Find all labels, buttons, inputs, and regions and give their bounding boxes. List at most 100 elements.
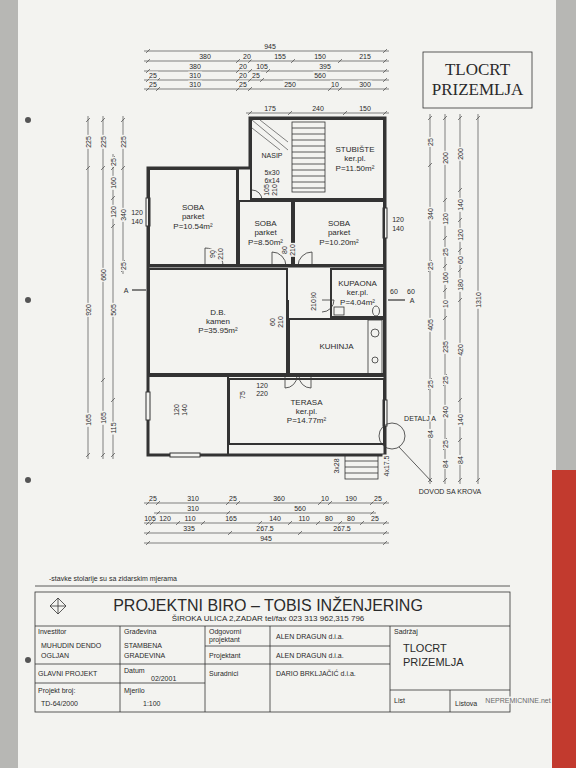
dimension: 225 <box>120 135 127 149</box>
room-name: SOBA <box>328 219 350 228</box>
dimension: 120 <box>173 403 180 417</box>
dimension: 920 <box>85 303 92 317</box>
dimension: 310 <box>186 495 200 502</box>
dimension: NASIP <box>260 152 283 159</box>
dimension: 120 <box>391 216 405 223</box>
dimension: 395 <box>318 63 332 70</box>
dimension: 10 <box>320 495 330 502</box>
dimension: 200 <box>442 151 449 165</box>
dimension: 105 <box>255 63 269 70</box>
title-block-text: Listova <box>454 700 478 707</box>
dimension: 405 <box>427 318 434 332</box>
title-block-text: GLAVNI PROJEKT <box>37 670 98 677</box>
room-detail: P=8.50m² <box>248 238 283 247</box>
title-block-text: TD-64/2000 <box>40 700 79 707</box>
room-detail: P=35.95m² <box>198 326 237 335</box>
staircase <box>292 122 378 479</box>
dimension: 60 <box>269 317 276 327</box>
dimension: 80 <box>324 515 334 522</box>
title-block-text: PRIZEMLJA <box>402 657 465 668</box>
room-name: TERASA <box>290 398 322 407</box>
title-block-text: Mjerilo <box>123 687 146 694</box>
dimension: 90 <box>209 249 216 259</box>
dimension: 210 <box>217 247 224 261</box>
doors <box>205 190 334 388</box>
room-name: D.B. <box>210 308 226 317</box>
dimension: 60 <box>389 288 399 295</box>
dimension: 210 <box>271 183 278 197</box>
dimension: 210 <box>310 298 317 312</box>
dimension: A <box>123 287 130 294</box>
dimension: 310 <box>186 505 200 512</box>
title-block <box>35 586 510 712</box>
dimension: 165 <box>224 515 238 522</box>
dimension: 210 <box>277 315 284 329</box>
walls <box>148 118 385 455</box>
dimension: DETALJ A <box>403 415 437 422</box>
title-block-text: Projekt broj: <box>37 687 76 694</box>
dimension: 1310 <box>475 291 482 309</box>
room-name: KUHINJA <box>319 342 353 351</box>
dimension: 25 <box>110 157 117 167</box>
dimension: 160 <box>110 176 117 190</box>
dimension: 160 <box>442 271 449 285</box>
dimension: 267.5 <box>255 525 275 532</box>
dimension: 225 <box>100 135 107 149</box>
dimension: 120 <box>110 205 117 219</box>
room-detail: ker.pl. <box>344 154 365 163</box>
dimension: 660 <box>100 268 107 282</box>
dimension: 25 <box>427 379 434 389</box>
paper <box>18 0 556 768</box>
dimension: 10 <box>442 299 449 309</box>
dimension: 120 <box>442 212 449 226</box>
note: -stavke stolarije su sa zidarskim mjeram… <box>48 575 178 582</box>
room: KUHINJA <box>288 318 385 375</box>
dimension: 110 <box>183 515 196 522</box>
room-detail: P=11.50m² <box>336 164 375 173</box>
dimension: 4x17.5 <box>383 454 390 477</box>
dimension: 200 <box>457 147 464 161</box>
dimension: 25 <box>442 375 449 385</box>
dimension: 155 <box>273 53 287 60</box>
dimension: 140 <box>457 198 464 212</box>
dimension: 120 <box>255 382 269 389</box>
binder-holes <box>25 117 31 663</box>
dimension: 220 <box>255 390 269 397</box>
dimension: 80 <box>281 245 288 255</box>
title-block-text: STAMBENA <box>123 642 163 649</box>
dimension: 180 <box>457 278 464 292</box>
title-block-text: projektant <box>208 636 241 643</box>
dimension: 380 <box>188 63 202 70</box>
title-block-text: Investitor <box>37 628 67 635</box>
dimension: 560 <box>293 505 307 512</box>
dimension: 25 <box>120 261 127 271</box>
dimension: A <box>409 297 416 304</box>
dimension: 25 <box>373 495 383 502</box>
title-block-text: GRADEVINA <box>123 652 166 659</box>
dimension: 560 <box>313 72 327 79</box>
room-detail: parket <box>182 212 204 221</box>
room: SOBAparketP=8.50m² <box>238 200 293 266</box>
dimension: 240 <box>442 405 449 419</box>
fixtures <box>252 120 382 374</box>
title-block-text: List <box>393 697 406 704</box>
dimension: 340 <box>427 207 434 221</box>
room-name: STUBIŠTE <box>335 145 374 154</box>
dimension: 25 <box>148 72 158 79</box>
room: D.B.kamenP=35.95m² <box>148 268 288 375</box>
title-block-text: ŠIROKA ULICA 2,ZADAR tel/fax 023 313 962… <box>171 615 366 623</box>
dimension: 120 <box>130 209 144 216</box>
dimension: 105 <box>143 515 157 522</box>
title-block-text: DARIO BRKLJAČIĆ d.i.a. <box>275 670 357 677</box>
dimension: 215 <box>358 53 372 60</box>
dimension: 25 <box>370 515 380 522</box>
dimension: 6x14 <box>263 177 280 184</box>
dimension: 120 <box>158 515 172 522</box>
dimension: 210 <box>289 243 296 257</box>
room-detail: P=10.20m² <box>319 238 358 247</box>
room-detail: ker.pl. <box>296 407 317 416</box>
room-detail: P=14.77m² <box>287 416 326 425</box>
dimension: 945 <box>263 43 277 50</box>
room-detail: ker.pl. <box>347 288 368 297</box>
dimension: 165 <box>85 413 92 427</box>
